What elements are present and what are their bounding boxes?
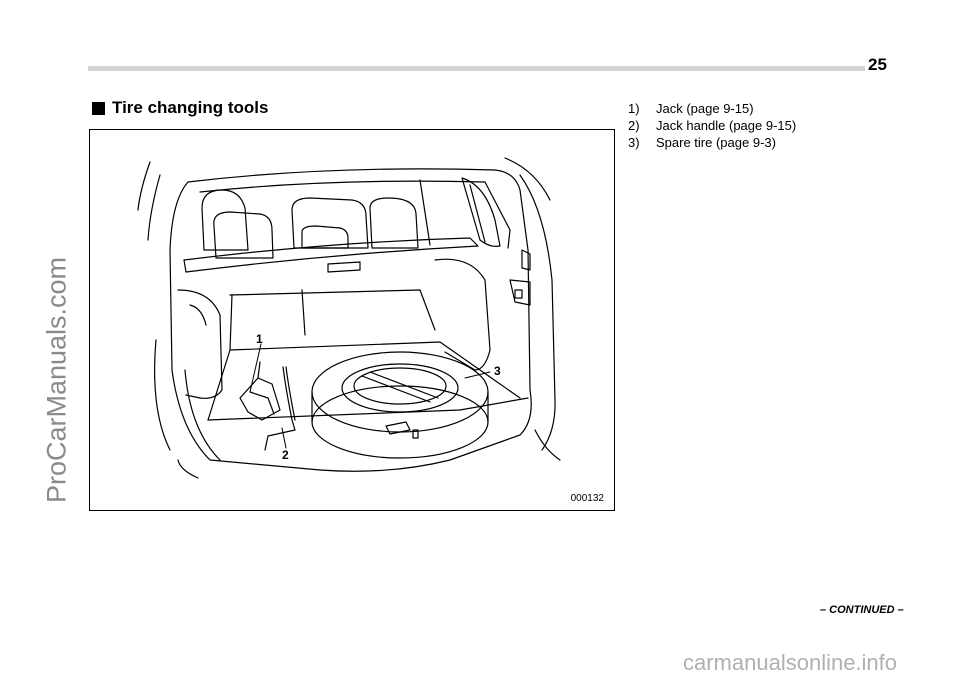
list-item-number: 1) [628,101,640,116]
list-item: 2) Jack handle (page 9-15) [628,118,796,134]
list-item-label: Jack handle (page 9-15) [656,118,797,133]
callout-1: 1 [256,332,263,346]
continued-label: – CONTINUED – [820,604,904,616]
section-heading: Tire changing tools [92,98,268,118]
page-number: 25 [868,55,887,74]
figure-frame: 1 2 3 000132 [89,129,615,511]
callout-3: 3 [494,364,501,378]
header-rule [88,66,865,71]
list-item: 1) Jack (page 9-15) [628,101,796,117]
trunk-illustration [137,157,561,479]
footer-watermark: carmanualsonline.info [683,650,898,675]
side-watermark: ProCarManuals.com [22,80,92,680]
callout-2: 2 [282,448,289,462]
black-square-icon [92,101,105,115]
list-item-label: Jack (page 9-15) [656,101,754,116]
list-item-number: 2) [628,118,640,133]
list-item: 3) Spare tire (page 9-3) [628,135,796,151]
figure-code: 000132 [570,493,604,504]
list-item-number: 3) [628,135,640,150]
tool-list: 1) Jack (page 9-15) 2) Jack handle (page… [628,101,796,152]
side-watermark-text: ProCarManuals.com [41,256,72,504]
list-item-label: Spare tire (page 9-3) [656,135,776,150]
section-title: Tire changing tools [112,98,269,117]
